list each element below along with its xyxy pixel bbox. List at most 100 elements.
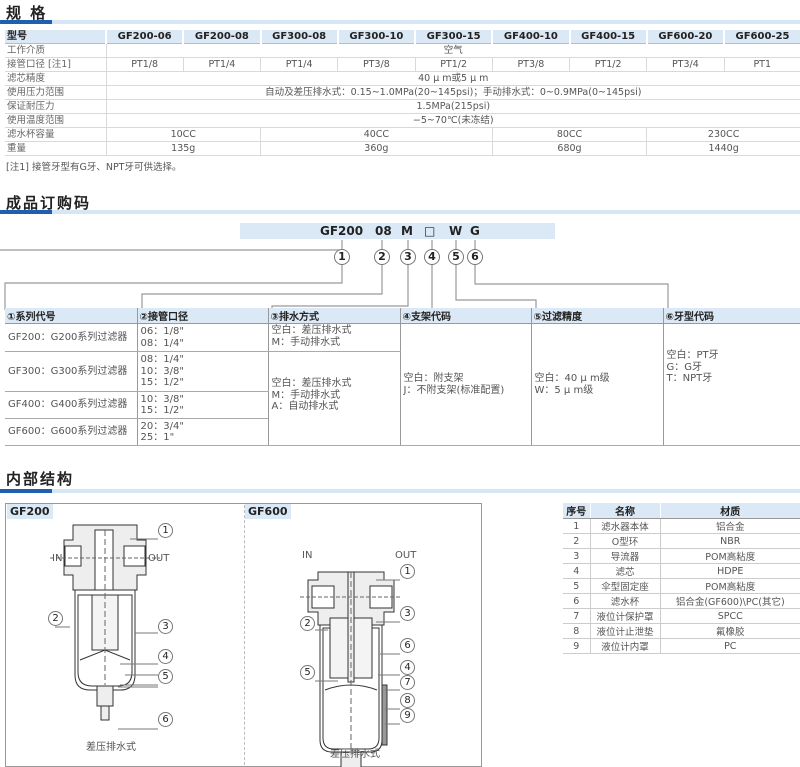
part-number: 5 (563, 578, 590, 594)
thread-value: 空白：PT牙 (666, 350, 719, 361)
spec-cell: PT3/4 (646, 57, 724, 73)
part-number: 3 (563, 548, 590, 564)
gf600-label: GF600 (245, 504, 291, 519)
spec-cell: 135g (105, 141, 261, 157)
part-material: SPCC (659, 608, 800, 624)
spec-cell: 空气 (105, 43, 800, 59)
precision-value: 空白：40 μ m级 (534, 373, 610, 384)
order-header: ④支架代码 (399, 308, 531, 324)
gf200-callout: 5 (158, 669, 173, 684)
model-column-header: GF400-10 (491, 30, 570, 45)
spec-row: 工作介质空气 (5, 43, 800, 59)
spec-note: [注1] 接管牙型有G牙、NPT牙可供选择。 (6, 162, 182, 173)
order-header: ①系列代号 (5, 308, 137, 324)
section-title-spec: 规 格 (6, 4, 48, 22)
port-value: 15：1/2" (140, 405, 184, 416)
spec-cell: 自动及差压排水式：0.15~1.0MPa(20~145psi)；手动排水式：0~… (105, 85, 800, 101)
gf200-callout: 3 (158, 619, 173, 634)
port-value: 08：1/4" (140, 337, 184, 349)
series-option: GF600：G600系列过滤器 (5, 418, 137, 446)
model-column-header: GF300-15 (413, 30, 493, 45)
spec-row: 使用压力范围自动及差压排水式：0.15~1.0MPa(20~145psi)；手动… (5, 85, 800, 101)
spec-cell: PT3/8 (337, 57, 415, 73)
model-column-header: GF400-15 (568, 30, 647, 45)
thread-value: T：NPT牙 (666, 373, 713, 384)
spec-cell: PT1/2 (414, 57, 493, 73)
spec-cell: 680g (491, 141, 647, 157)
gf600-in-label: IN (302, 550, 313, 561)
spec-row-label: 使用压力范围 (5, 85, 106, 101)
gf200-callout: 2 (48, 611, 63, 626)
port-value: 10：3/8" (140, 393, 184, 405)
code-marker-6: 6 (467, 249, 483, 265)
spec-cell: PT1/8 (105, 57, 184, 73)
order-code-bar (240, 223, 555, 239)
code-marker-5: 5 (448, 249, 464, 265)
order-code-table: ①系列代号 ②接管口径 ③排水方式 ④支架代码 ⑤过滤精度 ⑥牙型代码 GF20… (5, 308, 800, 446)
port-option: 20：3/4"25：1" (136, 418, 268, 446)
code-marker-2: 2 (374, 249, 390, 265)
part-number: 9 (563, 638, 590, 654)
drain-value: M：手动排水式 (271, 389, 341, 401)
code-thread: G (470, 224, 480, 238)
section-divider (0, 210, 800, 214)
gf200-in-label: IN (52, 553, 63, 564)
model-column-header: GF300-08 (259, 30, 338, 45)
spec-row-label: 滤水杯容量 (5, 127, 106, 143)
gf600-callout: 4 (400, 660, 415, 675)
bracket-value: J：不附支架(标准配置) (403, 384, 505, 396)
spec-cell: 360g (260, 141, 493, 157)
gf600-callout: 2 (300, 616, 315, 631)
order-header: ③排水方式 (267, 308, 400, 324)
parts-header: 名称 (589, 503, 660, 519)
spec-cell: PT1/4 (182, 57, 261, 73)
part-name: 滤芯 (589, 563, 660, 579)
gf200-out-label: OUT (148, 553, 170, 564)
gf200-drawing (50, 524, 160, 721)
series-option: GF300：G300系列过滤器 (5, 351, 137, 392)
part-number: 1 (563, 518, 590, 534)
gf600-callout: 1 (400, 564, 415, 579)
code-drain: M (401, 224, 413, 238)
port-value: 25：1" (140, 432, 175, 443)
spec-row-label: 工作介质 (5, 43, 106, 59)
gf600-callout: 8 (400, 693, 415, 708)
spec-cell: 1440g (646, 141, 800, 157)
part-material: 氟橡胶 (659, 623, 800, 639)
gf600-callout: 6 (400, 638, 415, 653)
section-title-order: 成品订购码 (6, 194, 92, 212)
section-title-structure: 内部结构 (6, 470, 75, 488)
section-divider (0, 489, 800, 493)
code-marker-1: 1 (334, 249, 350, 265)
port-value: 08：1/4" (140, 354, 184, 366)
code-leader-lines (0, 240, 669, 310)
code-marker-3: 3 (400, 249, 416, 265)
spec-cell: 40CC (260, 127, 493, 143)
part-name: 液位计保护罩 (589, 608, 660, 624)
order-header: ②接管口径 (136, 308, 268, 324)
spec-cell: PT1 (723, 57, 800, 73)
port-value: 15：1/2" (140, 377, 184, 389)
port-option: 08：1/4"10：3/8"15：1/2" (136, 351, 268, 392)
gf600-callout: 7 (400, 675, 415, 690)
filter-cross-section-drawings (50, 524, 400, 767)
part-number: 2 (563, 533, 590, 549)
drain-value: M：手动排水式 (271, 336, 341, 348)
spec-cell: −5~70℃(未冻结) (105, 113, 800, 129)
model-column-header: GF200-06 (104, 30, 184, 45)
